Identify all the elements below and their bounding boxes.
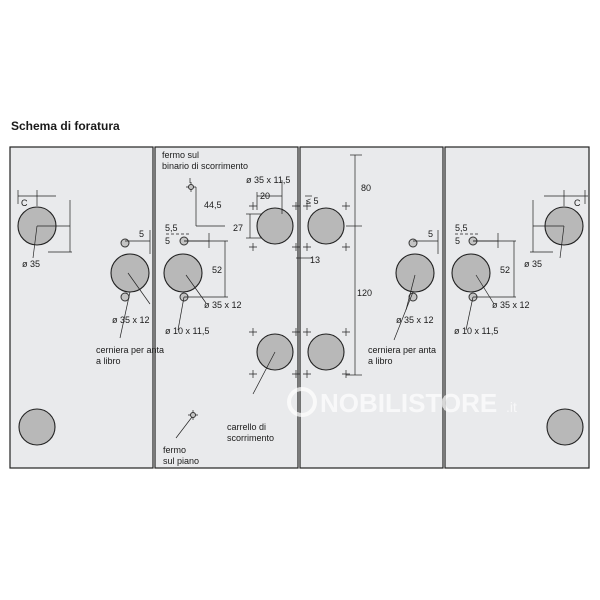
hole-hinge-left: [110, 253, 150, 293]
hole-d35x115: [256, 207, 294, 245]
dim-5-5-b: 5,5: [455, 223, 468, 233]
dim-5-c: 5: [428, 229, 433, 239]
dim-13: 13: [310, 255, 320, 265]
dim-80: 80: [361, 183, 371, 193]
dim-d35-right: ø 35: [524, 259, 542, 269]
hole-d35x12-panel2: [163, 253, 203, 293]
hole-bottom-panel3: [307, 333, 345, 371]
dim-lte-5: ≤ 5: [306, 196, 318, 206]
dim-44-5: 44,5: [204, 200, 222, 210]
hole-top-panel3: [307, 207, 345, 245]
hole-bottom-left: [18, 408, 56, 446]
dim-d35x12-b: ø 35 x 12: [204, 300, 242, 310]
hole-d35x12-panel4: [451, 253, 491, 293]
label-cerniera-right-1: cerniera per anta: [368, 345, 436, 355]
dim-d35x12-a: ø 35 x 12: [112, 315, 150, 325]
dim-d35x12-d: ø 35 x 12: [492, 300, 530, 310]
dim-5-5-a: 5,5: [165, 223, 178, 233]
dim-d35x12-c: ø 35 x 12: [396, 315, 434, 325]
label-fermo-piano-1: fermo: [163, 445, 186, 455]
label-cerniera-right-2: a libro: [368, 356, 393, 366]
watermark-logo: NOBILISTORE .it: [287, 387, 517, 418]
dim-5-b: 5: [165, 236, 170, 246]
dim-d10x115-a: ø 10 x 11,5: [165, 326, 209, 336]
label-fermo-piano-2: sul piano: [163, 456, 199, 466]
label-fermo-binario-2: binario di scorrimento: [162, 161, 248, 171]
hinge-pin-top-left: [120, 238, 130, 248]
panel-2: [154, 146, 299, 469]
dim-20: 20: [260, 191, 270, 201]
dim-d35-left: ø 35: [22, 259, 40, 269]
diagram-title: Schema di foratura: [11, 119, 120, 133]
label-cerniera-left-1: cerniera per anta: [96, 345, 164, 355]
hinge-pin-bottom-left: [120, 292, 130, 302]
dim-52-b: 52: [500, 265, 510, 275]
label-cerniera-left-2: a libro: [96, 356, 121, 366]
hole-hinge-right: [395, 253, 435, 293]
dim-52-a: 52: [212, 265, 222, 275]
panel-3: [299, 146, 444, 469]
dim-c-left: C: [21, 198, 28, 208]
dim-5-d: 5: [455, 236, 460, 246]
label-fermo-binario-1: fermo sul: [162, 150, 199, 160]
dim-120: 120: [357, 288, 372, 298]
dim-27: 27: [233, 223, 243, 233]
label-carrello-2: scorrimento: [227, 433, 274, 443]
dim-d35x115: ø 35 x 11,5: [246, 175, 290, 185]
hole-bottom-right: [546, 408, 584, 446]
watermark-brand: NOBILISTORE: [320, 388, 497, 418]
hinge-pin-top-right: [408, 238, 418, 248]
dim-d10x115-b: ø 10 x 11,5: [454, 326, 498, 336]
label-carrello-1: carrello di: [227, 422, 266, 432]
dim-5-a: 5: [139, 229, 144, 239]
dim-c-right: C: [574, 198, 581, 208]
watermark-suffix: .it: [506, 399, 517, 415]
